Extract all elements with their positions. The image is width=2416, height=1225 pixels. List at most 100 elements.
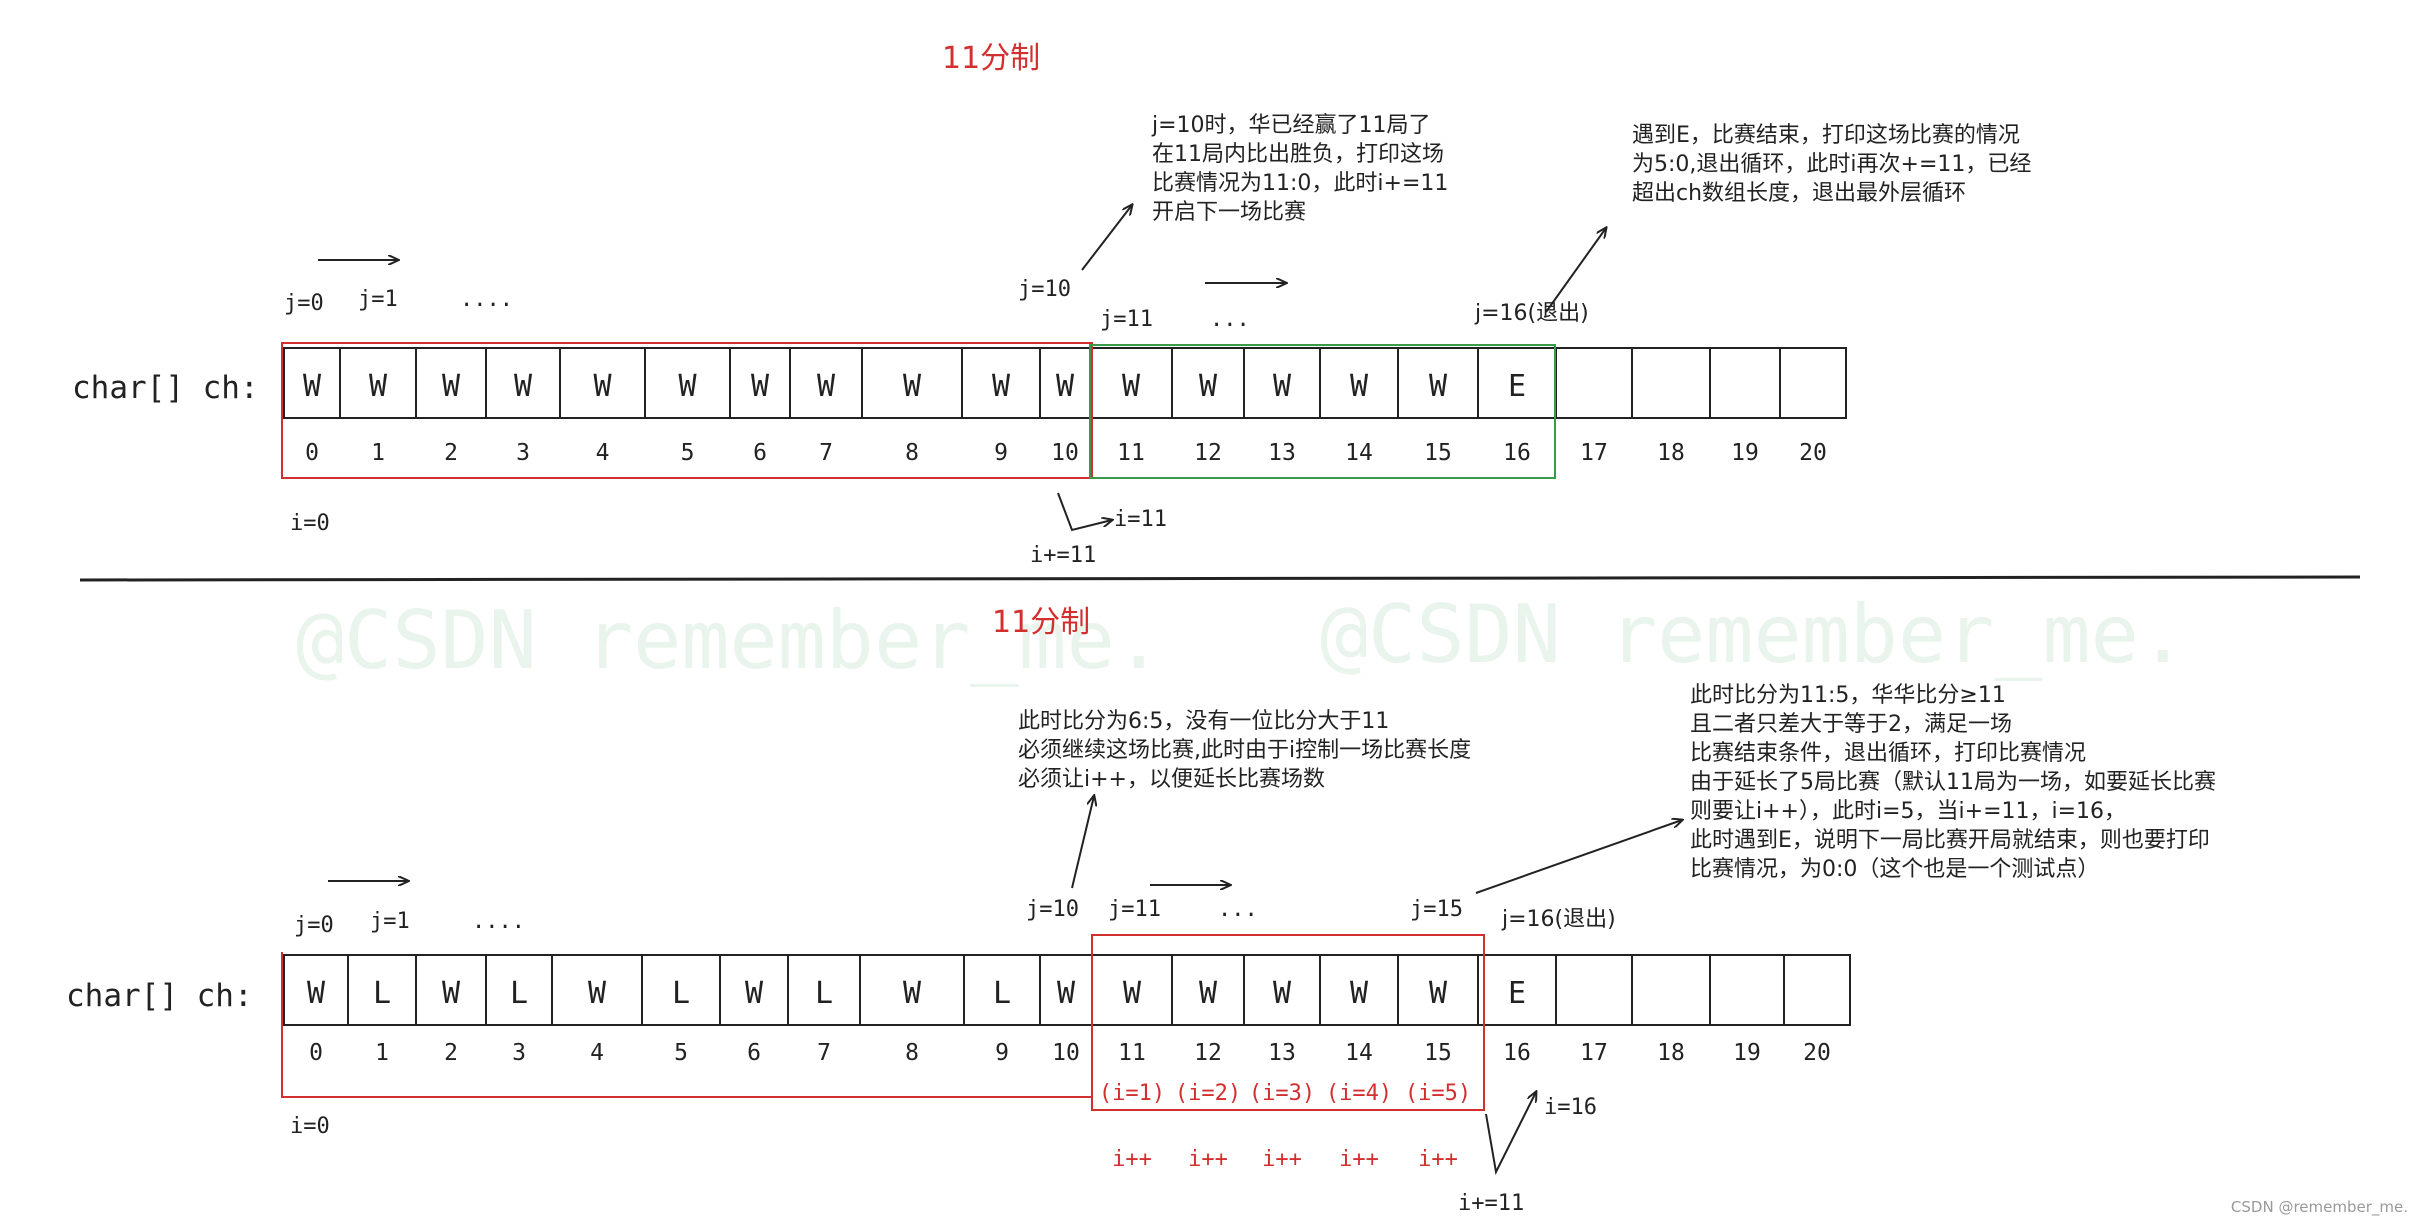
bottom-i-label-1: (i=1): [1099, 1081, 1165, 1106]
bottom-cell-index-5: 5: [674, 1040, 688, 1066]
top-j1: j=1: [358, 287, 398, 312]
top-cell-index-3: 3: [516, 440, 530, 466]
bottom-cell-char-10: W: [1057, 976, 1076, 1011]
bottom-cell-index-20: 20: [1803, 1040, 1831, 1066]
top-j11: j=11: [1100, 307, 1153, 332]
top-cell-char-4: W: [593, 369, 612, 404]
bottom-cell-index-1: 1: [375, 1040, 389, 1066]
bottom-cell-char-3: L: [510, 976, 528, 1011]
bottom-cell-index-18: 18: [1657, 1040, 1685, 1066]
bottom-i0: i=0: [290, 1114, 330, 1139]
top-note1-line-1: 在11局内比出胜负，打印这场: [1152, 142, 1444, 167]
bottom-cell-char-13: W: [1273, 976, 1292, 1011]
top-cell-17: [1555, 347, 1633, 419]
bottom-cell-index-12: 12: [1194, 1040, 1222, 1066]
bottom-note1-line-2: 必须让i++，以便延长比赛场数: [1018, 767, 1325, 792]
top-cell-char-1: W: [369, 369, 388, 404]
bottom-i-arrow: [1485, 1092, 1536, 1176]
top-cell-index-10: 10: [1051, 440, 1079, 466]
bottom-i-inc-3: i++: [1262, 1147, 1302, 1172]
bottom-note1-line-1: 必须继续这场比赛,此时由于i控制一场比赛长度: [1018, 738, 1471, 763]
bottom-i-label-4: (i=4): [1326, 1081, 1392, 1106]
bottom-cell-char-1: L: [373, 976, 391, 1011]
bottom-note2-line-0: 此时比分为11:5，华华比分≥11: [1690, 683, 2006, 708]
top-i0: i=0: [290, 511, 330, 536]
top-i-arrow: [1057, 492, 1112, 532]
bottom-dots1: ....: [472, 909, 525, 934]
top-cell-char-3: W: [514, 369, 533, 404]
bottom-title: 11分制: [992, 605, 1090, 640]
top-cell-20: [1779, 347, 1847, 419]
top-note-exit: 遇到E，比赛结束，打印这场比赛的情况为5:0,退出循环，此时i再次+=11，已经…: [1632, 123, 2031, 206]
bottom-note1-arrow: [1071, 796, 1094, 889]
top-cell-char-9: W: [992, 369, 1011, 404]
top-cell-char-6: W: [751, 369, 770, 404]
top-cell-char-2: W: [442, 369, 461, 404]
top-cell-19: [1709, 347, 1781, 419]
top-cell-char-15: W: [1429, 369, 1448, 404]
bottom-cell-index-10: 10: [1052, 1040, 1080, 1066]
bottom-i-inc-1: i++: [1112, 1147, 1152, 1172]
bottom-i-increments: i++i++i++i++i++: [1112, 1147, 1458, 1172]
bottom-i-labels: (i=1)(i=2)(i=3)(i=4)(i=5): [1099, 1081, 1471, 1106]
top-cell-index-6: 6: [753, 440, 767, 466]
top-cell-index-14: 14: [1345, 440, 1373, 466]
bottom-note-exit: 此时比分为11:5，华华比分≥11且二者只差大于等于2，满足一场比赛结束条件，退…: [1690, 683, 2216, 882]
top-cell-index-19: 19: [1731, 440, 1759, 466]
bottom-cell-char-5: L: [672, 976, 690, 1011]
bottom-i-label-5: (i=5): [1405, 1081, 1471, 1106]
top-note-j10: j=10时，华已经赢了11局了在11局内比出胜负，打印这场比赛情况为11:0，此…: [1151, 113, 1448, 225]
top-cell-index-16: 16: [1503, 440, 1531, 466]
bottom-cell-20: [1783, 954, 1851, 1026]
top-title: 11分制: [942, 41, 1040, 76]
bottom-j15: j=15: [1410, 897, 1463, 922]
top-cell-char-7: W: [817, 369, 836, 404]
watermark-left: @CSDN remember_me.: [296, 594, 1163, 687]
bottom-i-inc-2: i++: [1188, 1147, 1228, 1172]
top-cell-index-9: 9: [994, 440, 1008, 466]
top-note1-line-2: 比赛情况为11:0，此时i+=11: [1152, 171, 1448, 196]
top-cell-index-17: 17: [1580, 440, 1608, 466]
bottom-cell-index-6: 6: [747, 1040, 761, 1066]
top-note2-line-0: 遇到E，比赛结束，打印这场比赛的情况: [1632, 123, 2020, 148]
top-cell-char-16: E: [1508, 369, 1526, 404]
top-cell-char-13: W: [1273, 369, 1292, 404]
top-cell-index-18: 18: [1657, 440, 1685, 466]
bottom-j1: j=1: [370, 909, 410, 934]
bottom-cell-char-0: W: [307, 976, 326, 1011]
top-red-bracket: [281, 342, 1093, 479]
bottom-red-bracket-right: [1091, 934, 1485, 1111]
bottom-note2-line-2: 比赛结束条件，退出循环，打印比赛情况: [1690, 741, 2086, 766]
bottom-i-inc-4: i++: [1339, 1147, 1379, 1172]
bottom-note2-line-4: 则要让i++），此时i=5，当i+=11，i=16，: [1690, 799, 2126, 824]
top-cell-index-1: 1: [371, 440, 385, 466]
top-cell-index-2: 2: [444, 440, 458, 466]
top-cell-char-5: W: [678, 369, 697, 404]
bottom-cell-index-13: 13: [1268, 1040, 1296, 1066]
bottom-cell-char-16: E: [1508, 976, 1526, 1011]
top-note1-arrow: [1081, 205, 1132, 271]
bottom-cell-17: [1555, 954, 1633, 1026]
top-cell-char-11: W: [1122, 369, 1141, 404]
top-array-cells: W0W1W2W3W4W5W6W7W8W9W10W11W12W13W14W15E1…: [283, 347, 1847, 466]
bottom-note2-line-3: 由于延长了5局比赛（默认11局为一场，如要延长比赛: [1690, 770, 2216, 795]
top-cell-index-13: 13: [1268, 440, 1296, 466]
bottom-j0: j=0: [294, 913, 334, 938]
bottom-cell-index-19: 19: [1733, 1040, 1761, 1066]
top-note1-line-0: j=10时，华已经赢了11局了: [1151, 113, 1431, 138]
bottom-cell-index-17: 17: [1580, 1040, 1608, 1066]
bottom-note2-line-5: 此时遇到E，说明下一局比赛开局就结束，则也要打印: [1690, 828, 2210, 853]
bottom-cell-char-8: W: [903, 976, 922, 1011]
bottom-j16: j=16(退出): [1501, 907, 1616, 932]
top-cell-char-0: W: [303, 369, 322, 404]
watermark-right: @CSDN remember_me.: [1320, 588, 2187, 681]
bottom-cell-char-12: W: [1199, 976, 1218, 1011]
bottom-cell-char-4: W: [588, 976, 607, 1011]
bottom-cell-char-14: W: [1350, 976, 1369, 1011]
bottom-note2-line-6: 比赛情况，为0:0（这个也是一个测试点）: [1690, 857, 2099, 882]
top-j16: j=16(退出): [1474, 301, 1589, 326]
bottom-cell-index-14: 14: [1345, 1040, 1373, 1066]
top-cell-index-4: 4: [596, 440, 610, 466]
top-note2-line-1: 为5:0,退出循环，此时i再次+=11，已经: [1632, 152, 2031, 177]
